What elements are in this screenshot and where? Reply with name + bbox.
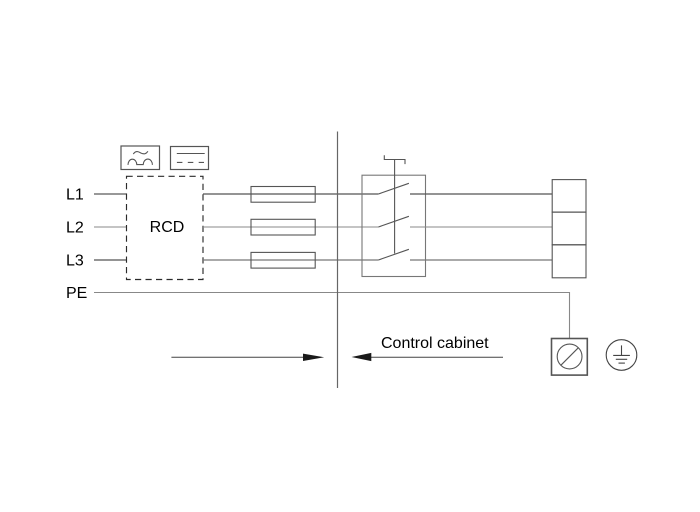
svg-text:L2: L2 (66, 220, 84, 237)
svg-text:PE: PE (66, 285, 87, 302)
svg-text:L3: L3 (66, 253, 84, 270)
svg-text:L1: L1 (66, 187, 84, 204)
svg-text:RCD: RCD (150, 219, 185, 236)
svg-text:Control cabinet: Control cabinet (381, 335, 489, 352)
